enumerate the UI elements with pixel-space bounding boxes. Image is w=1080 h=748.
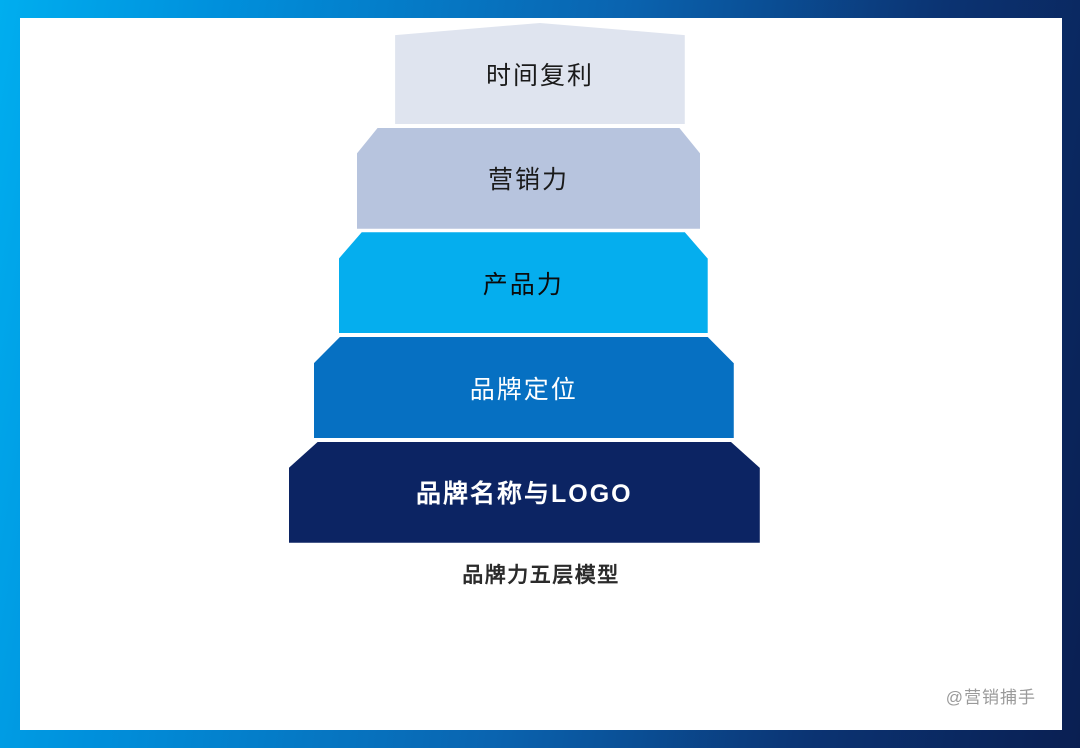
- pyramid-layer-4[interactable]: 品牌定位: [313, 336, 734, 439]
- pyramid-layer-1-fill: [395, 22, 685, 125]
- diagram-caption: 品牌力五层模型: [462, 564, 620, 588]
- pyramid-layer-1[interactable]: 时间复利: [395, 22, 685, 125]
- pyramid-layer-2-label: 营销力: [487, 166, 569, 195]
- pyramid-layer-5[interactable]: 品牌名称与LOGO: [288, 441, 760, 543]
- pyramid-layer-4-fill: [313, 336, 734, 439]
- pyramid-layer-5-label: 品牌名称与LOGO: [416, 480, 633, 509]
- watermark-label: @营销捕手: [945, 688, 1036, 707]
- pyramid-layer-2[interactable]: 营销力: [356, 127, 701, 229]
- pyramid-layer-3[interactable]: 产品力: [338, 232, 708, 334]
- pyramid-layer-1-label: 时间复利: [485, 61, 594, 90]
- pyramid-layer-2-fill: [356, 127, 701, 229]
- pyramid-layer-3-label: 产品力: [482, 270, 564, 299]
- slide-canvas: 时间复利 营销力 产品力 品牌定位 品牌名称与LOGO: [20, 18, 1062, 730]
- pyramid-diagram: 时间复利 营销力 产品力 品牌定位 品牌名称与LOGO: [20, 18, 1062, 730]
- pyramid-layer-3-fill: [338, 232, 708, 334]
- pyramid-layer-5-fill: [288, 441, 760, 543]
- pyramid-layer-4-label: 品牌定位: [469, 375, 578, 404]
